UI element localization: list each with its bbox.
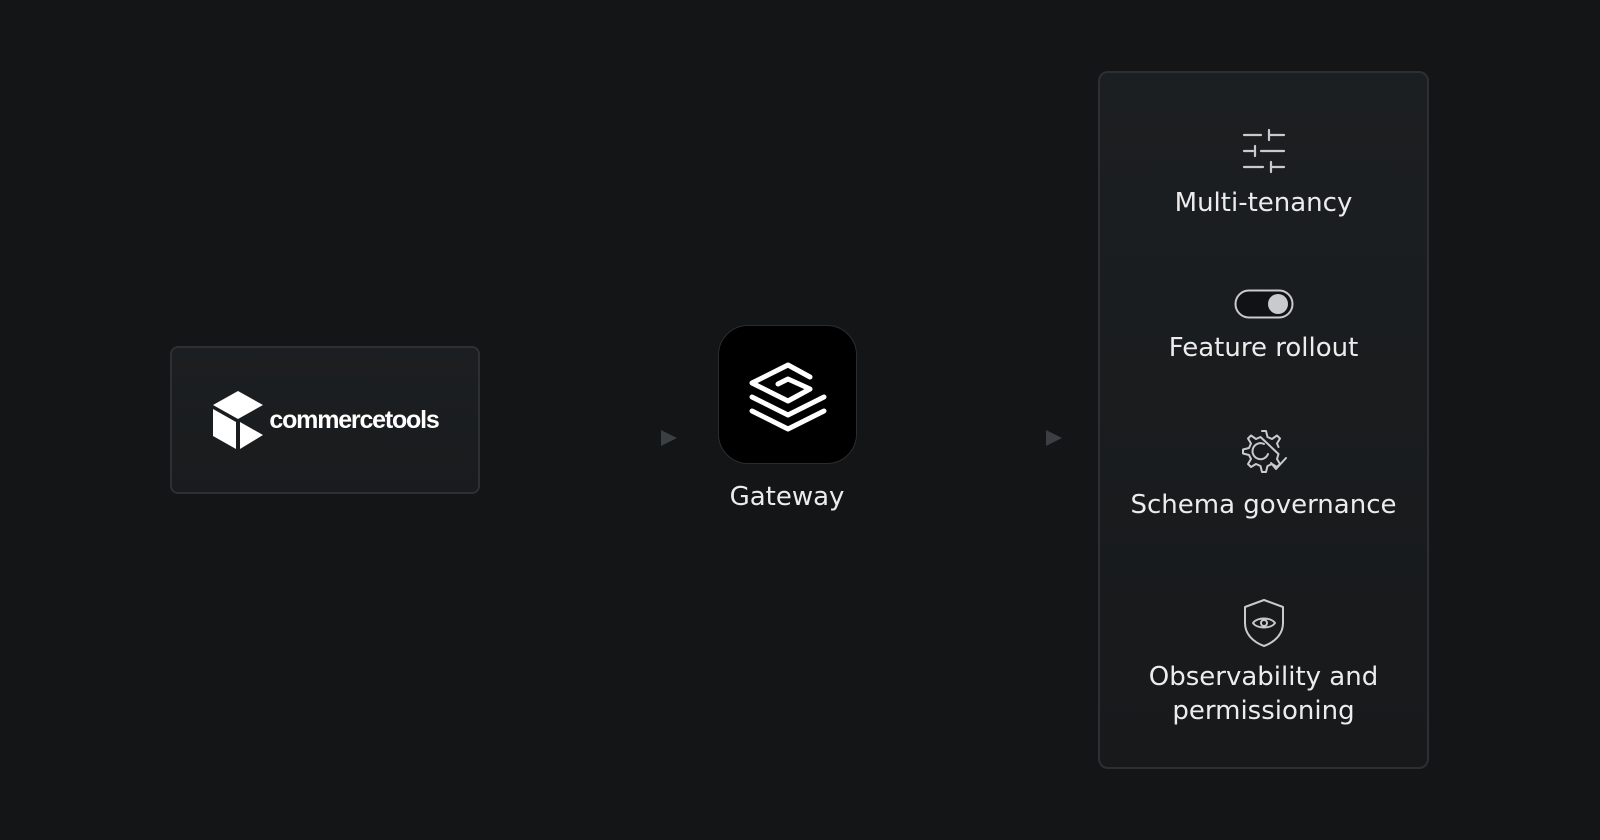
feature-panel: Multi-tenancy Feature rollout Schema gov… xyxy=(1098,71,1429,769)
feature-label: Observability and permissioning xyxy=(1148,662,1379,726)
shield-eye-icon xyxy=(1243,599,1284,647)
feature-label: Multi-tenancy xyxy=(1174,188,1353,218)
brand-name: commercetools xyxy=(269,405,439,434)
sliders-icon xyxy=(1242,128,1285,174)
feature-multi-tenancy: Multi-tenancy xyxy=(1100,128,1427,220)
commercetools-cube-icon xyxy=(213,391,264,449)
feature-rollout: Feature rollout xyxy=(1100,289,1427,365)
feature-label: Feature rollout xyxy=(1168,333,1359,363)
commercetools-source-box: commercetools xyxy=(170,346,480,494)
flow-arrow-to-gateway xyxy=(515,428,677,448)
feature-observability: Observability and permissioning xyxy=(1100,598,1427,728)
gateway-label: Gateway xyxy=(729,482,845,512)
gateway-tile xyxy=(718,325,857,464)
feature-label: Schema governance xyxy=(1130,490,1397,520)
flow-arrow-to-features xyxy=(900,428,1062,448)
gear-check-icon xyxy=(1241,430,1287,473)
feature-schema-governance: Schema governance xyxy=(1100,428,1427,522)
toggle-switch-icon xyxy=(1234,289,1293,319)
stacked-layers-logo-icon xyxy=(749,362,826,431)
